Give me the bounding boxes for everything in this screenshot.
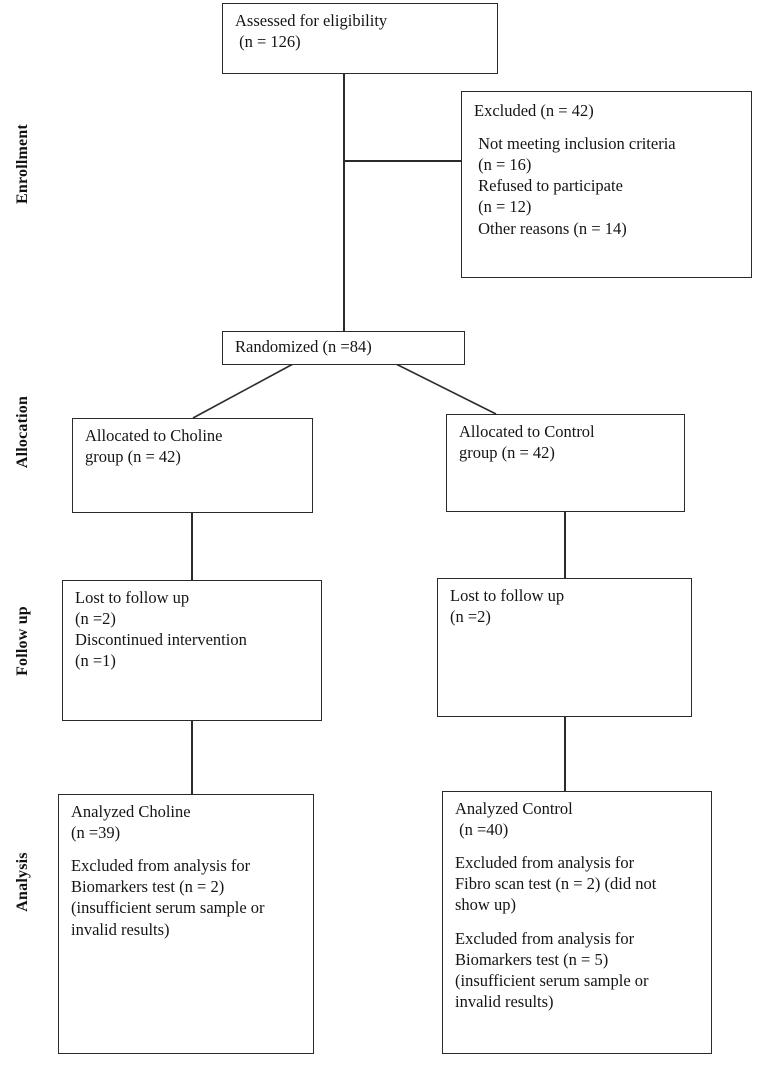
node-line: (n = 126): [235, 32, 301, 52]
node-line: (n =2): [75, 609, 116, 629]
node-line: Excluded (n = 42): [474, 101, 594, 120]
node-spacer: [474, 121, 741, 133]
node-line: Excluded from analysis for: [71, 856, 251, 876]
followup-control-box: Lost to follow up (n =2): [437, 578, 692, 717]
node-line: invalid results): [455, 991, 554, 1011]
node-line: Analyzed Choline: [71, 802, 191, 821]
node-line: Biomarkers test (n = 5): [455, 949, 609, 969]
node-line: Randomized (n =84): [235, 337, 372, 356]
allocated-control-box: Allocated to Control group (n = 42): [446, 414, 685, 512]
node-line: Fibro scan test (n = 2) (did not: [455, 874, 657, 894]
node-line: group (n = 42): [459, 443, 555, 463]
allocated-choline-box: Allocated to Choline group (n = 42): [72, 418, 313, 513]
node-line: (n = 16): [474, 155, 532, 175]
node-line: show up): [455, 895, 516, 915]
node-line: Allocated to Control: [459, 422, 595, 441]
node-line: (n = 12): [474, 197, 532, 217]
stage-label-enrollment: Enrollment: [14, 124, 31, 204]
node-line: Not meeting inclusion criteria: [474, 134, 676, 154]
node-line: Refused to participate: [474, 176, 623, 196]
stage-label-analysis: Analysis: [14, 852, 31, 912]
node-line: Assessed for eligibility: [235, 11, 388, 30]
connector-alloc-choline-to-followup: [191, 512, 193, 581]
node-line: (n =39): [71, 823, 121, 843]
node-line: Other reasons (n = 14): [474, 218, 627, 238]
stage-label-allocation: Allocation: [14, 395, 31, 469]
node-line: invalid results): [71, 919, 170, 939]
connector-assessed-to-randomized: [343, 73, 345, 331]
node-line: group (n = 42): [85, 447, 181, 467]
node-line: Excluded from analysis for: [455, 928, 635, 948]
node-line: Biomarkers test (n = 2): [71, 877, 225, 897]
node-line: (n =2): [450, 607, 491, 627]
connector-alloc-control-to-followup: [564, 511, 566, 579]
node-line: Allocated to Choline: [85, 426, 223, 445]
node-line: Lost to follow up: [75, 588, 190, 607]
excluded-box: Excluded (n = 42) Not meeting inclusion …: [461, 91, 752, 278]
node-line: Lost to follow up: [450, 586, 565, 605]
node-line: (insufficient serum sample or: [71, 898, 265, 918]
node-line: Discontinued intervention: [75, 630, 247, 650]
followup-choline-box: Lost to follow up (n =2) Discontinued in…: [62, 580, 322, 721]
assessed-for-eligibility-box: Assessed for eligibility (n = 126): [222, 3, 498, 74]
node-line: (n =40): [455, 820, 509, 840]
analyzed-choline-box: Analyzed Choline (n =39) Excluded from a…: [58, 794, 314, 1054]
node-spacer: [455, 916, 701, 928]
node-line: (insufficient serum sample or: [455, 970, 649, 990]
node-spacer: [71, 843, 303, 855]
connector-assessed-to-excluded: [343, 160, 462, 162]
connector-followup-control-to-analysis: [564, 716, 566, 792]
node-line: Excluded from analysis for: [455, 853, 635, 873]
node-line: Analyzed Control: [455, 799, 573, 818]
randomized-box: Randomized (n =84): [222, 331, 465, 365]
node-spacer: [455, 840, 701, 852]
stage-label-followup: Follow up: [14, 606, 31, 676]
analyzed-control-box: Analyzed Control (n =40) Excluded from a…: [442, 791, 712, 1054]
node-line: (n =1): [75, 651, 116, 671]
connector-followup-choline-to-analysis: [191, 720, 193, 795]
